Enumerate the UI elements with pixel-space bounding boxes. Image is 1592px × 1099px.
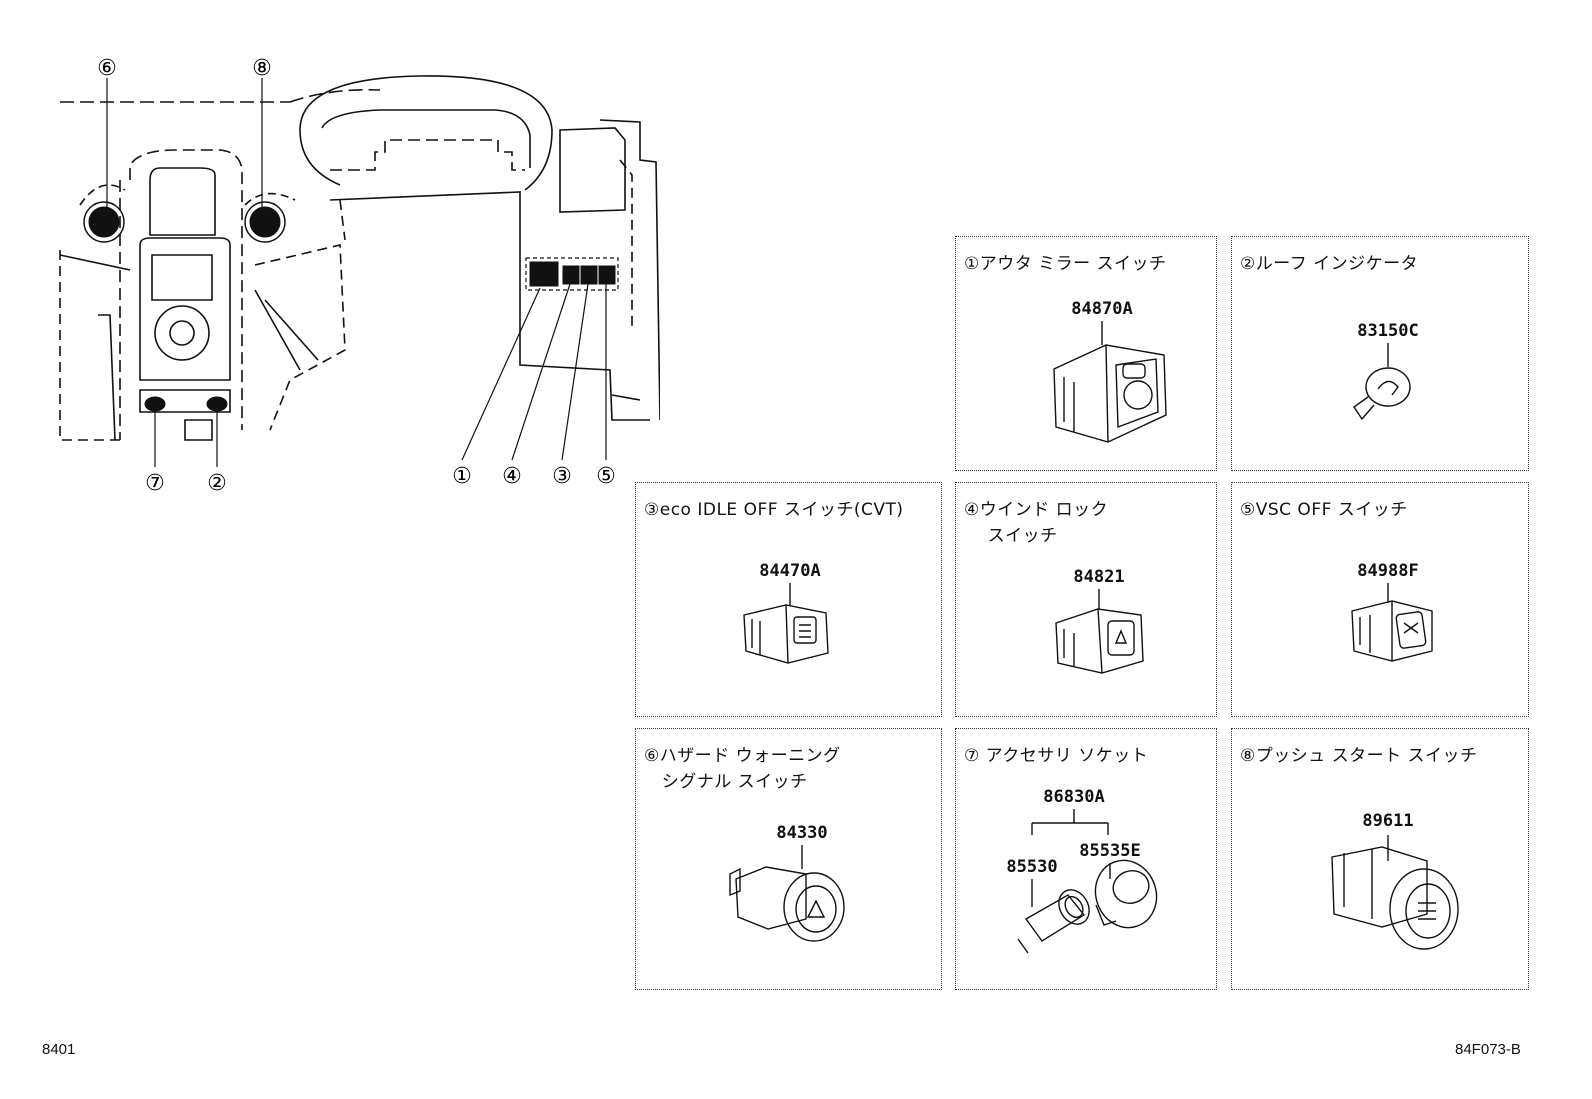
panel-window-lock-switch: ④ウインド ロック スイッチ 84821 — [955, 482, 1217, 717]
part-number: 84330 — [776, 823, 828, 843]
panel-title: ⑤VSC OFF スイッチ — [1240, 500, 1408, 520]
part-number: 89611 — [1362, 811, 1414, 831]
callout-3: ③ — [552, 464, 572, 489]
panel-push-start-switch: ⑧プッシュ スタート スイッチ 89611 — [1231, 728, 1529, 990]
panel-title: ②ルーフ インジケータ — [1240, 254, 1419, 274]
panel-vsc-off-switch: ⑤VSC OFF スイッチ 84988F — [1231, 482, 1529, 717]
part-number: 84470A — [759, 561, 821, 581]
part-number-assembly: 86830A — [1043, 787, 1105, 807]
window-lock-switch-illustration — [1055, 589, 1144, 674]
push-start-switch-illustration — [1331, 835, 1459, 950]
callout-2: ② — [207, 471, 227, 496]
roof-indicator-illustration — [1353, 343, 1411, 421]
callout-8: ⑧ — [252, 56, 272, 81]
panel-outer-mirror-switch: ①アウタ ミラー スイッチ 84870A — [955, 236, 1217, 471]
panel-roof-indicator: ②ルーフ インジケータ 83150C — [1231, 236, 1529, 471]
mirror-switch-illustration — [1053, 321, 1167, 443]
hazard-switch-illustration — [729, 845, 845, 942]
diagram-code-right: 84F073-B — [1455, 1041, 1521, 1058]
panel-title: ③eco IDLE OFF スイッチ(CVT) — [644, 500, 904, 520]
part-number: 84988F — [1357, 561, 1419, 581]
panel-title: ④ウインド ロック スイッチ — [964, 500, 1109, 546]
callout-6: ⑥ — [97, 56, 117, 81]
part-number: 84821 — [1073, 567, 1125, 587]
accessory-socket-illustration — [1017, 809, 1158, 954]
part-number-cap: 85535E — [1079, 841, 1141, 861]
callout-1: ① — [452, 464, 472, 489]
callout-5: ⑤ — [596, 464, 616, 489]
vsc-switch-illustration — [1351, 583, 1433, 662]
panel-title: ⑧プッシュ スタート スイッチ — [1240, 746, 1478, 766]
callout-4: ④ — [502, 464, 522, 489]
panel-eco-idle-off-switch: ③eco IDLE OFF スイッチ(CVT) 84470A — [635, 482, 942, 717]
part-number: 83150C — [1357, 321, 1419, 341]
panel-title: ⑦ アクセサリ ソケット — [964, 746, 1149, 766]
dashboard-location-diagram: ⑥ ⑧ ⑦ ② ① ④ ③ ⑤ — [59, 56, 660, 496]
panel-accessory-socket: ⑦ アクセサリ ソケット 86830A 85530 85535E — [955, 728, 1217, 990]
eco-switch-illustration — [743, 583, 829, 664]
panel-hazard-warning-switch: ⑥ハザード ウォーニング シグナル スイッチ 84330 — [635, 728, 942, 990]
callout-7: ⑦ — [145, 471, 165, 496]
part-number-socket: 85530 — [1006, 857, 1058, 877]
part-number: 84870A — [1071, 299, 1133, 319]
panel-title: ⑥ハザード ウォーニング シグナル スイッチ — [644, 746, 841, 792]
panel-title: ①アウタ ミラー スイッチ — [964, 254, 1167, 274]
diagram-code-left: 8401 — [42, 1041, 76, 1058]
